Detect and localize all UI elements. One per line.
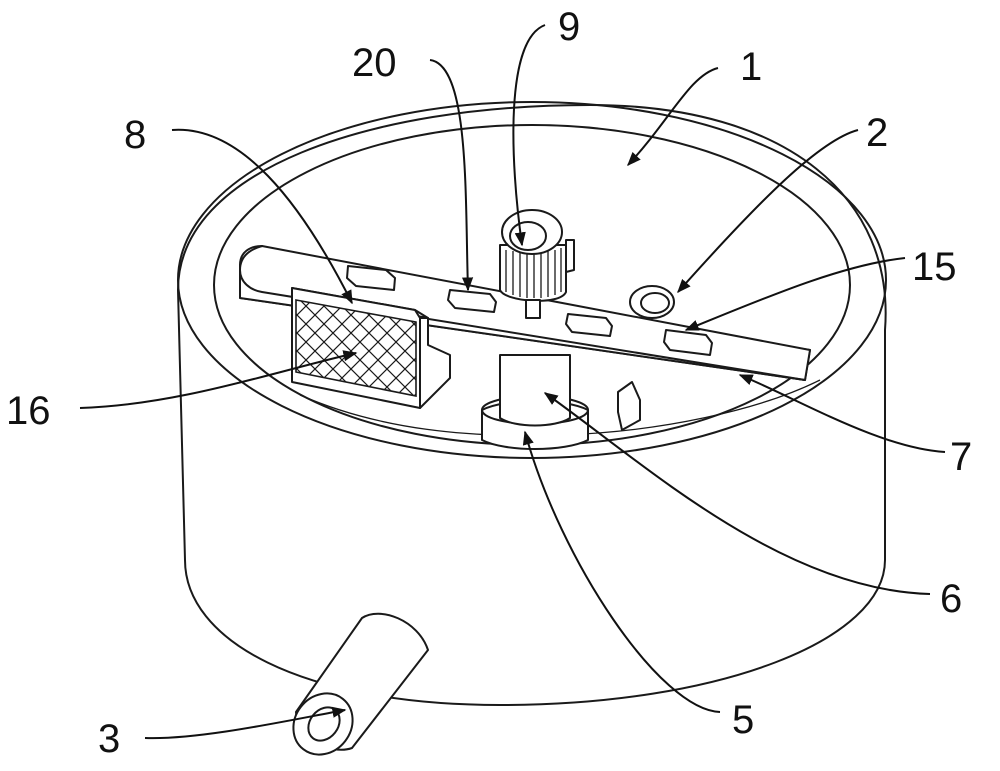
basket [291,287,451,409]
block-4 [663,329,713,356]
leader-6 [543,392,931,595]
label-3: 3 [98,717,120,761]
block-3 [565,313,613,337]
leader-lines [79,24,946,740]
conveyor-blocks [346,265,713,356]
label-8: 8 [124,113,146,157]
leader-1 [627,67,719,167]
conveyor-belt-edge [239,245,806,381]
label-2: 2 [866,111,888,155]
label-15: 15 [912,245,957,289]
shaft-column [499,354,571,427]
support-bracket [617,381,641,431]
motor-shaft [525,299,541,319]
motor-end-inner [509,221,547,251]
reference-labels: 1 2 3 5 6 7 8 9 15 16 20 [6,5,972,761]
roller-inner [640,292,670,314]
label-7: 7 [950,435,972,479]
leader-5 [522,430,721,713]
basket-side-wall [419,317,451,409]
label-20: 20 [352,41,397,85]
block-1 [346,265,396,291]
leader-15 [684,257,906,331]
leader-3 [144,706,347,740]
leader-8 [171,128,353,305]
drain-pipe [292,612,429,756]
label-5: 5 [732,698,754,742]
leader-9 [512,24,546,247]
basket-mesh [295,299,417,397]
motor-fins [505,248,562,298]
leader-16 [79,350,358,409]
block-2 [447,289,497,313]
label-6: 6 [940,577,962,621]
leader-2 [677,129,859,294]
motor-terminal-box [565,239,575,273]
label-16: 16 [6,389,51,433]
label-1: 1 [740,45,762,89]
leader-20 [429,59,474,292]
leader-7 [738,374,946,453]
roller [629,285,675,319]
shaft-assembly [481,354,589,450]
label-9: 9 [558,5,580,49]
